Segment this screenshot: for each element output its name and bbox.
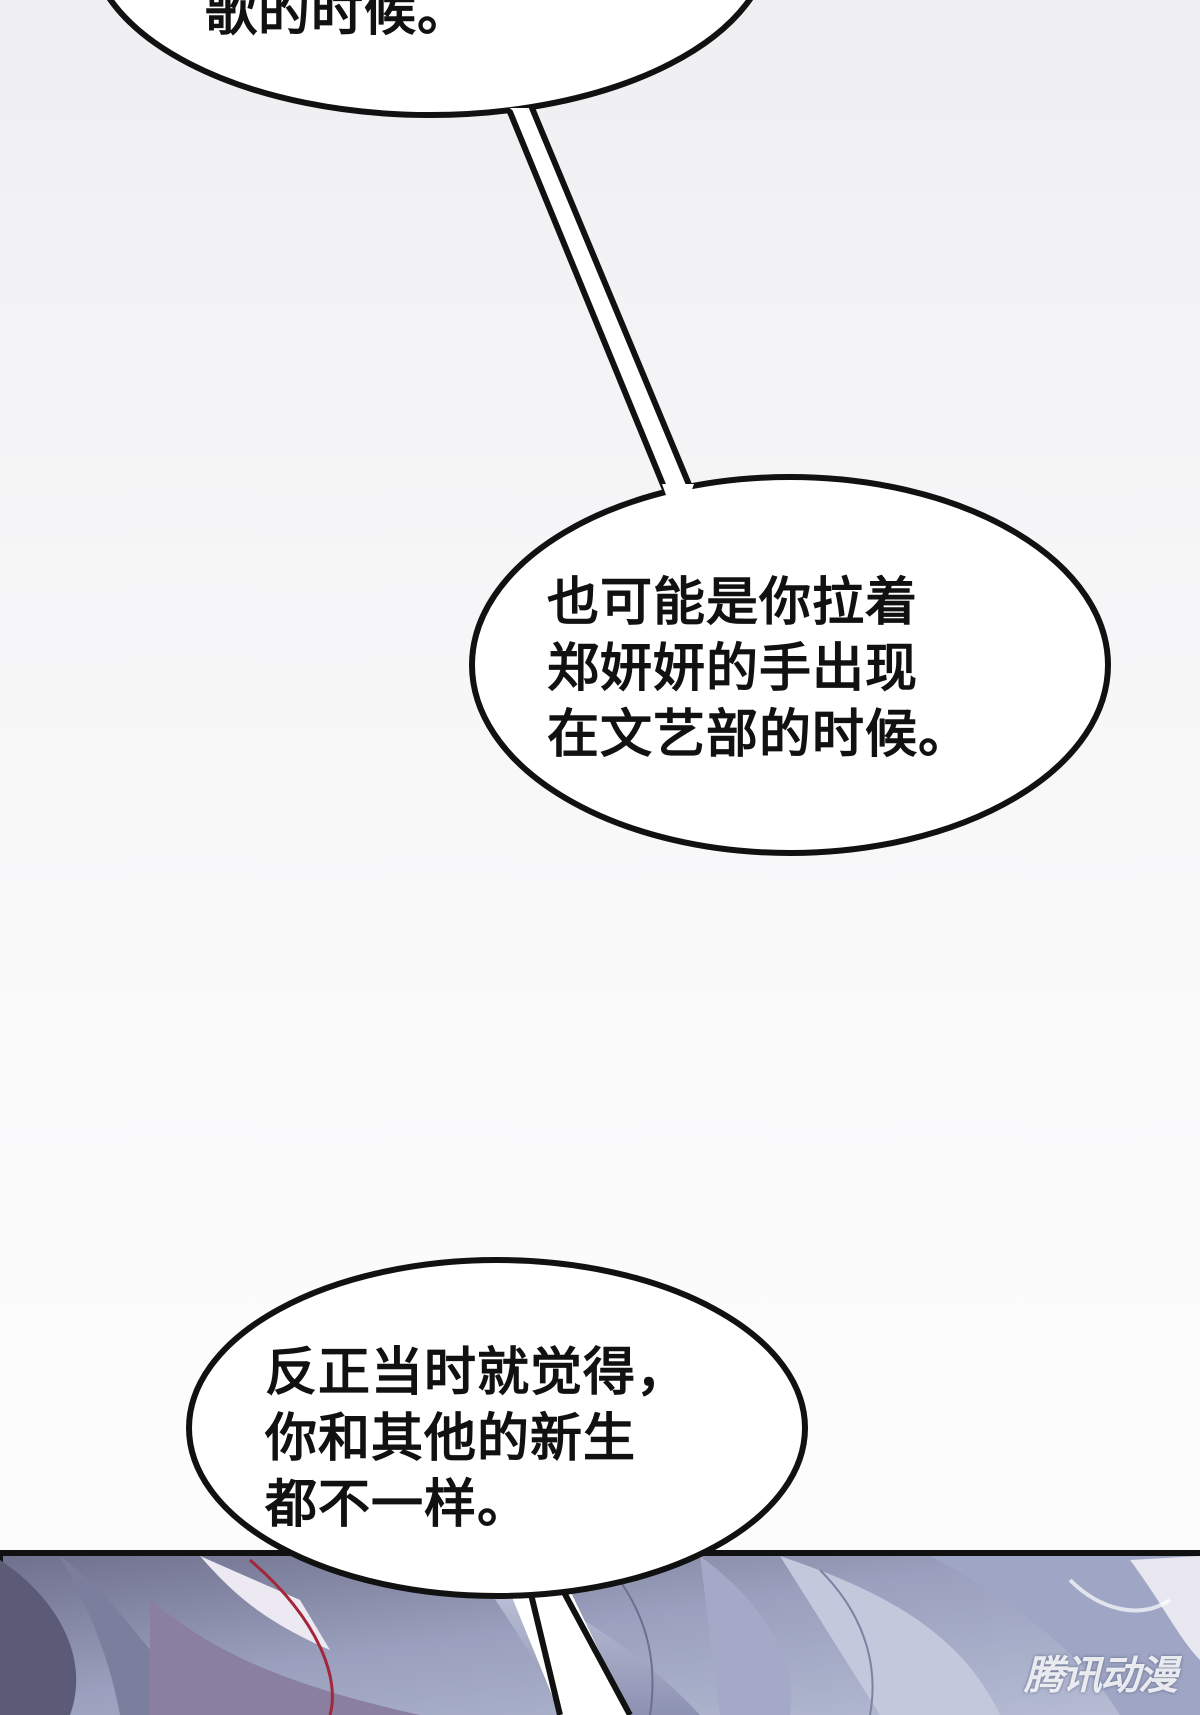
bubble-top-text: 歌的时候。 — [205, 0, 471, 43]
bubble-middle-text: 也可能是你拉着 郑妍妍的手出现 在文艺部的时候。 — [547, 573, 972, 765]
speech-bubble-top — [107, 0, 753, 495]
speech-bubble-bottom — [186, 1257, 808, 1715]
tencent-comics-watermark: 腾讯动漫 — [1024, 1653, 1178, 1699]
bubble-bottom-text: 反正当时就觉得， 你和其他的新生 都不一样。 — [265, 1343, 690, 1535]
speech-bubble-middle — [469, 474, 1111, 856]
